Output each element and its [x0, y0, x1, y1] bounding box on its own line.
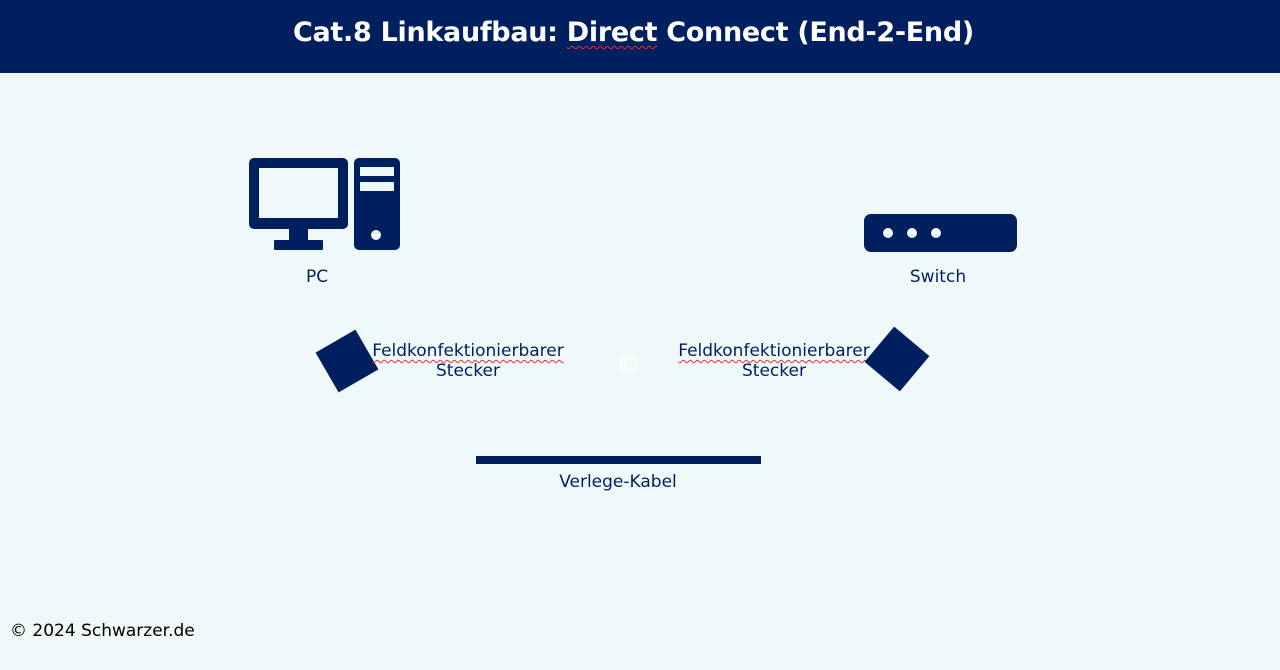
- title-part-1: Cat.8 Linkaufbau:: [293, 17, 567, 48]
- pc-label: PC: [305, 267, 329, 287]
- center-copyright-mark: ©: [617, 353, 639, 378]
- left-connector-label: Feldkonfektionierbarer Stecker: [368, 341, 568, 381]
- installation-cable-line: [476, 456, 761, 464]
- switch-label: Switch: [909, 267, 967, 287]
- left-connector-label-line1: Feldkonfektionierbarer: [372, 341, 564, 361]
- right-connector-label-line1: Feldkonfektionierbarer: [678, 341, 870, 361]
- left-connector-label-line2: Stecker: [436, 361, 500, 381]
- desktop-computer-icon: [249, 158, 400, 250]
- footer-copyright: © 2024 Schwarzer.de: [10, 621, 195, 641]
- header-bar: Cat.8 Linkaufbau: Direct Connect (End-2-…: [0, 0, 1280, 73]
- title-part-3: Connect (End-2-End): [657, 17, 974, 48]
- right-connector-shape: [864, 326, 930, 392]
- title-part-2: Direct: [566, 17, 658, 48]
- cable-label: Verlege-Kabel: [559, 472, 677, 492]
- right-connector-label-line2: Stecker: [742, 361, 806, 381]
- network-switch-icon: [864, 214, 1017, 252]
- right-connector-label: Feldkonfektionierbarer Stecker: [674, 341, 874, 381]
- page-title: Cat.8 Linkaufbau: Direct Connect (End-2-…: [293, 17, 974, 48]
